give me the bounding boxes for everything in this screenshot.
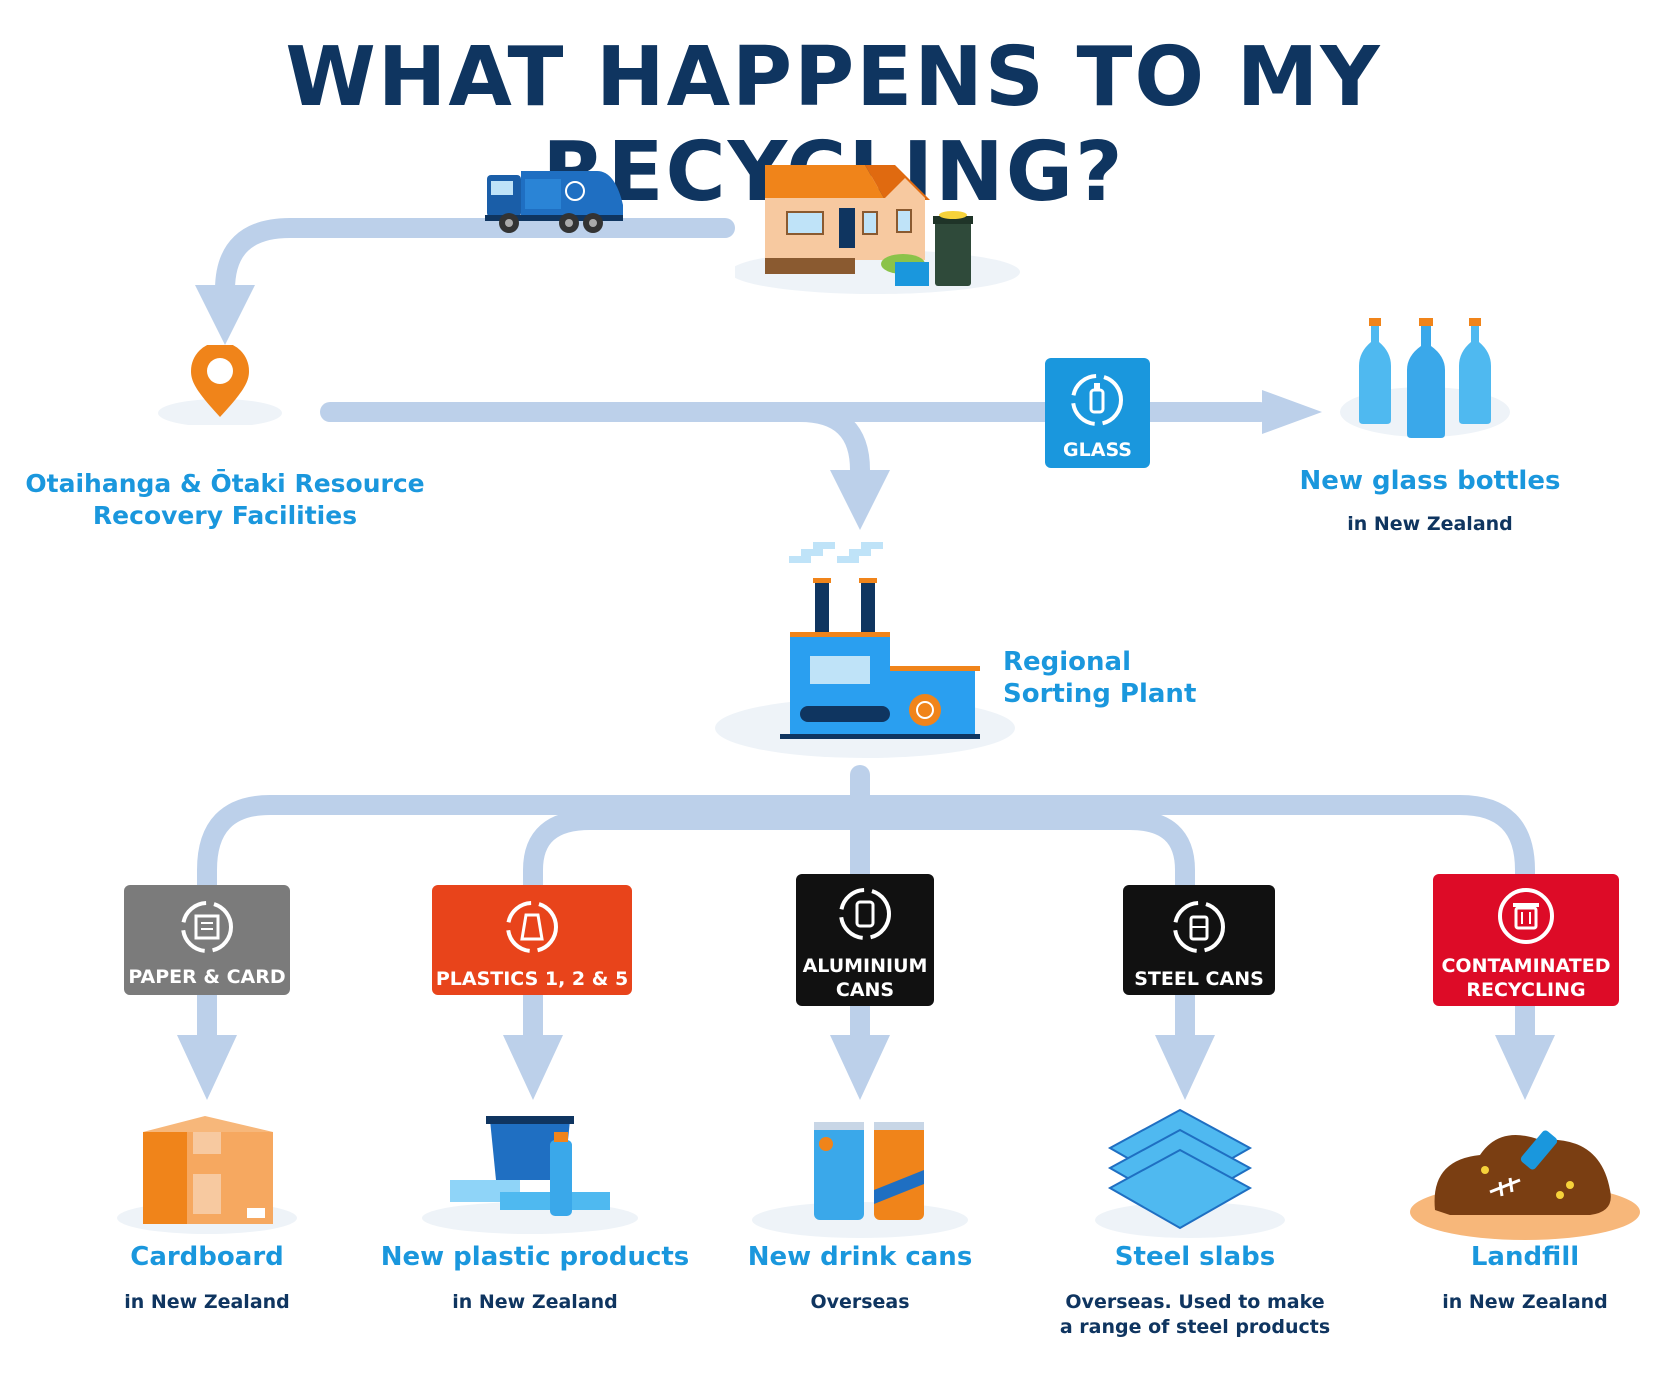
dest-sub-plastic: in New Zealand bbox=[452, 1291, 618, 1313]
plastic-products-icon bbox=[422, 1116, 638, 1234]
aluminium-label-line1: ALUMINIUM bbox=[802, 955, 928, 977]
dest-sub-steel-line2: a range of steel products bbox=[1059, 1316, 1331, 1338]
sorting-plant-label: Regional Sorting Plant bbox=[1003, 646, 1243, 710]
steel-slabs-icon bbox=[1095, 1108, 1285, 1238]
paper-card-badge: PAPER & CARD bbox=[124, 885, 290, 995]
glass-bottles-sub: in New Zealand bbox=[1347, 513, 1513, 535]
rubbish-bin-icon bbox=[1498, 888, 1554, 944]
glass-badge: GLASS bbox=[1045, 358, 1150, 468]
aluminium-badge: ALUMINIUM CANS bbox=[796, 874, 934, 1006]
steel-cans-badge: STEEL CANS bbox=[1123, 885, 1275, 995]
facility-label-line1: Otaihanga & Ōtaki Resource bbox=[25, 469, 425, 498]
landfill-icon bbox=[1410, 1130, 1640, 1240]
recycle-plastic-icon bbox=[506, 901, 558, 953]
dest-sub-cardboard: in New Zealand bbox=[124, 1291, 290, 1313]
facility-label: Otaihanga & Ōtaki Resource Recovery Faci… bbox=[20, 468, 430, 532]
plastics-badge: PLASTICS 1, 2 & 5 bbox=[432, 885, 632, 995]
aluminium-label-line2: CANS bbox=[835, 979, 895, 1001]
plastics-label: PLASTICS 1, 2 & 5 bbox=[435, 968, 629, 990]
contaminated-label-line2: RECYCLING bbox=[1466, 979, 1586, 1001]
dest-sub-steel-line1: Overseas. Used to make bbox=[1065, 1291, 1325, 1313]
dest-label-landfill: Landfill bbox=[1470, 1242, 1580, 1272]
recycling-truck-icon bbox=[485, 171, 623, 233]
glass-bottles-label: New glass bottles bbox=[1299, 466, 1561, 496]
recycle-tin-icon bbox=[1173, 901, 1225, 953]
facility-label-line2: Recovery Facilities bbox=[92, 501, 358, 530]
cardboard-box-icon bbox=[117, 1116, 297, 1234]
drink-cans-icon bbox=[752, 1122, 968, 1238]
recycle-can-icon bbox=[839, 888, 891, 940]
dest-label-plastic: New plastic products bbox=[380, 1242, 690, 1272]
sorting-plant-label-line1: Regional bbox=[1003, 647, 1132, 677]
steel-cans-label: STEEL CANS bbox=[1134, 968, 1264, 990]
glass-badge-label: GLASS bbox=[1063, 439, 1132, 461]
sorting-plant-label-line2: Sorting Plant bbox=[1003, 679, 1197, 709]
contaminated-badge: CONTAMINATED RECYCLING bbox=[1433, 874, 1619, 1006]
dest-label-steel: Steel slabs bbox=[1114, 1242, 1276, 1272]
dest-sub-landfill: in New Zealand bbox=[1442, 1291, 1608, 1313]
dest-label-cardboard: Cardboard bbox=[130, 1242, 284, 1272]
dest-sub-cans: Overseas bbox=[810, 1291, 910, 1313]
factory-icon bbox=[715, 542, 1015, 758]
house-icon bbox=[735, 165, 1020, 294]
dest-label-cans: New drink cans bbox=[747, 1242, 973, 1272]
contaminated-label-line1: CONTAMINATED bbox=[1441, 955, 1611, 977]
location-pin-icon bbox=[158, 345, 282, 425]
paper-card-label: PAPER & CARD bbox=[128, 966, 286, 988]
recycle-paper-icon bbox=[181, 901, 233, 953]
recycle-bottle-icon bbox=[1071, 374, 1123, 426]
glass-bottles-icon bbox=[1340, 318, 1510, 438]
